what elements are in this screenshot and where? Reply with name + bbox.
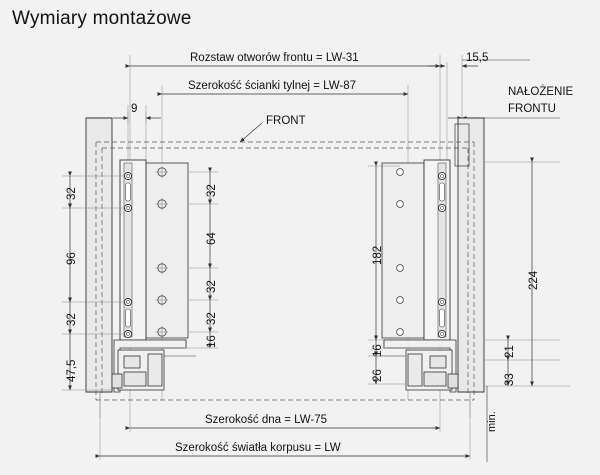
page-title: Wymiary montażowe: [12, 8, 192, 29]
